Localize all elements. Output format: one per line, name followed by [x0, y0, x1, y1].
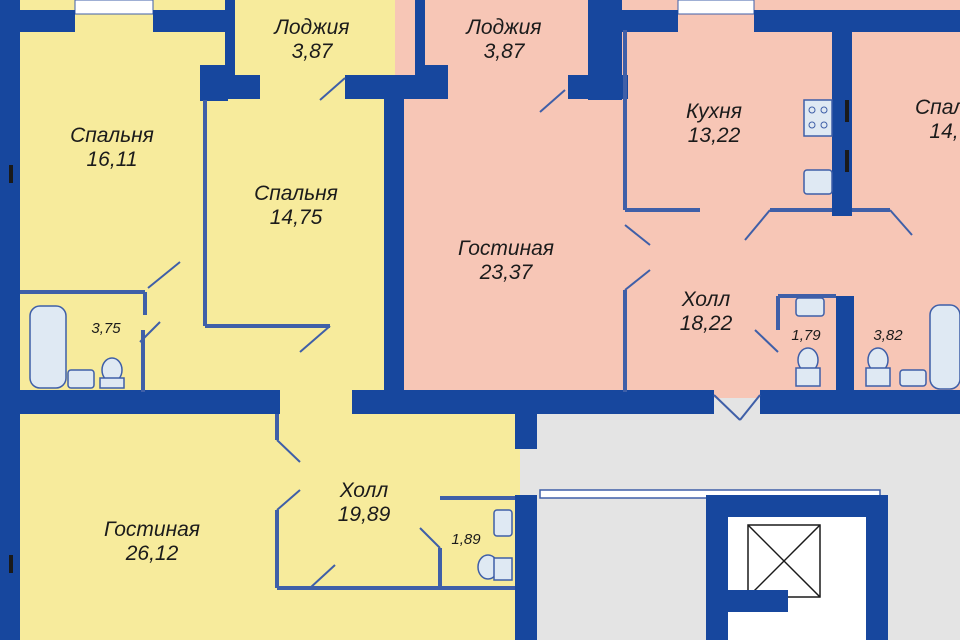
loggia-b-name: Лоджия [464, 16, 541, 39]
living-b-area: 23,37 [479, 261, 534, 284]
window-icon [74, 0, 154, 15]
living-a-area: 26,12 [125, 542, 179, 565]
window-icon [9, 555, 13, 573]
toilet-icon [865, 347, 891, 387]
kitchen-b-area: 13,22 [688, 124, 741, 147]
bath-b-area: 3,82 [873, 327, 903, 344]
loggia-b-area: 3,87 [484, 40, 526, 63]
loggia-a-name: Лоджия [272, 16, 349, 39]
stove-icon [803, 99, 833, 137]
sink-icon [803, 169, 833, 195]
sink-icon [899, 369, 927, 387]
bedroom-b-area: 14,75 [270, 206, 323, 229]
window-icon [677, 0, 755, 15]
living-a-name: Гостиная [104, 518, 200, 541]
loggia-a-area: 3,87 [292, 40, 334, 63]
wc-b-area: 1,79 [791, 327, 821, 344]
hall-b-area: 18,22 [680, 312, 733, 335]
window-icon [9, 165, 13, 183]
window-icon [845, 150, 849, 172]
hall-b-name: Холл [681, 288, 731, 311]
sink-icon [67, 369, 95, 389]
bedroom-b-name: Спальня [254, 182, 338, 205]
living-b-name: Гостиная [458, 237, 554, 260]
toilet-icon [99, 357, 125, 389]
loggia-a-fill [232, 0, 392, 68]
bedroom-a-name: Спальня [70, 124, 154, 147]
kitchen-b-name: Кухня [686, 100, 742, 123]
apartment-a-fill [0, 0, 405, 640]
bedroom-c-area: 14, [929, 120, 958, 143]
window-icon [845, 100, 849, 122]
sink-icon [795, 297, 825, 317]
elevator-shaft-icon [706, 495, 888, 640]
bedroom-a-area: 16,11 [87, 148, 138, 171]
door-swing-icon [139, 77, 913, 589]
loggia-b-fill [420, 0, 588, 68]
bath-a-area: 3,75 [91, 320, 121, 337]
bathtub-icon [29, 305, 67, 389]
bathtub-icon [929, 304, 960, 390]
hall-a-name: Холл [339, 479, 389, 502]
sink-icon [493, 509, 513, 537]
wc-a-area: 1,89 [451, 531, 481, 548]
bedroom-c-name: Спал [915, 96, 960, 119]
toilet-icon [477, 554, 513, 581]
hall-a-area: 19,89 [338, 503, 391, 526]
toilet-icon [795, 347, 821, 387]
